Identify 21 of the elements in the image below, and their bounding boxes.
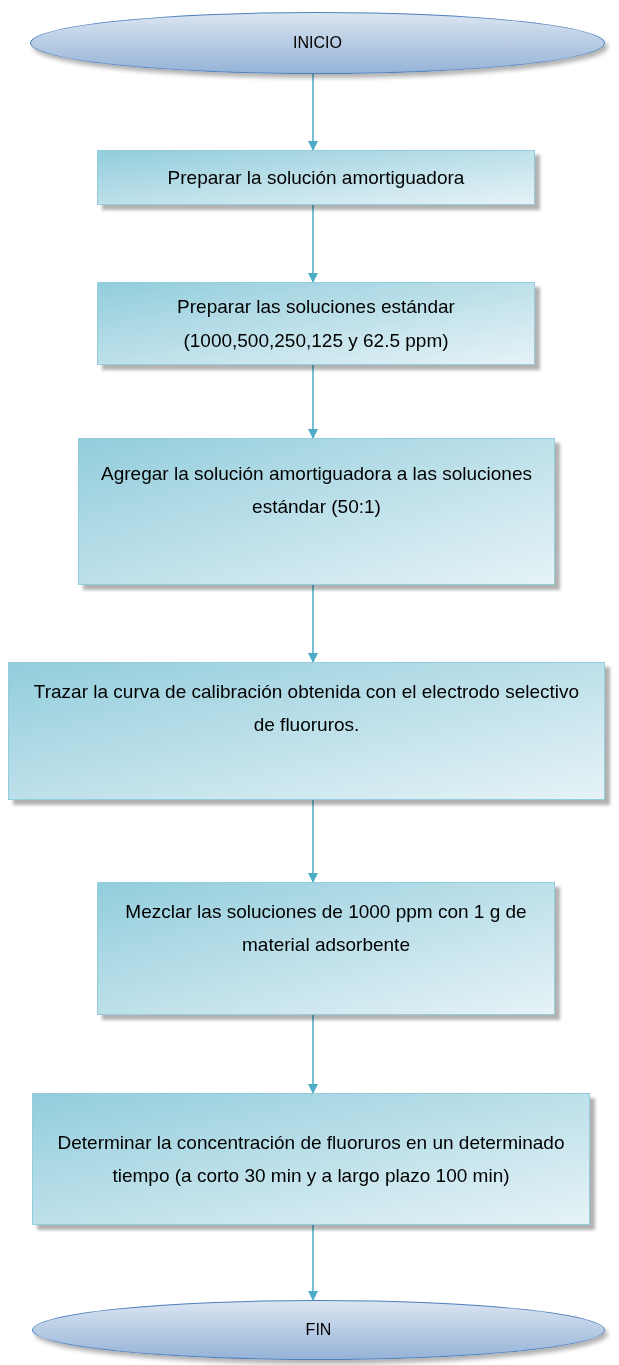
node-text: Determinar la concentración de fluoruros en un determinado tiempo (a corto 30 min y a largo plazo 100 min)	[56, 1130, 566, 1188]
arrow	[308, 73, 318, 151]
node-text: INICIO	[293, 33, 342, 53]
node-text: Agregar la solución amortiguadora a las soluciones estándar (50:1)	[100, 462, 533, 520]
process-box	[32, 1093, 590, 1225]
process-box	[97, 150, 535, 205]
node-text: FIN	[305, 1320, 332, 1340]
process-box	[97, 282, 535, 365]
arrow	[308, 1224, 318, 1301]
arrow	[308, 584, 318, 663]
node-text: Preparar la solución amortiguadora	[167, 165, 465, 190]
arrow	[308, 364, 318, 439]
arrow	[308, 799, 318, 883]
node-text: Mezclar las soluciones de 1000 ppm con 1 g de material adsorbente	[124, 900, 528, 958]
arrow	[308, 204, 318, 283]
node-text: Trazar la curva de calibración obtenida con el electrodo selectivo de fluoruros.	[32, 680, 581, 738]
arrow	[308, 1014, 318, 1094]
process-box	[8, 662, 605, 800]
node-text: Preparar las soluciones estándar (1000,500,250,125 y 62.5 ppm)	[176, 295, 456, 353]
process-box	[97, 882, 555, 1015]
process-box	[78, 438, 555, 585]
